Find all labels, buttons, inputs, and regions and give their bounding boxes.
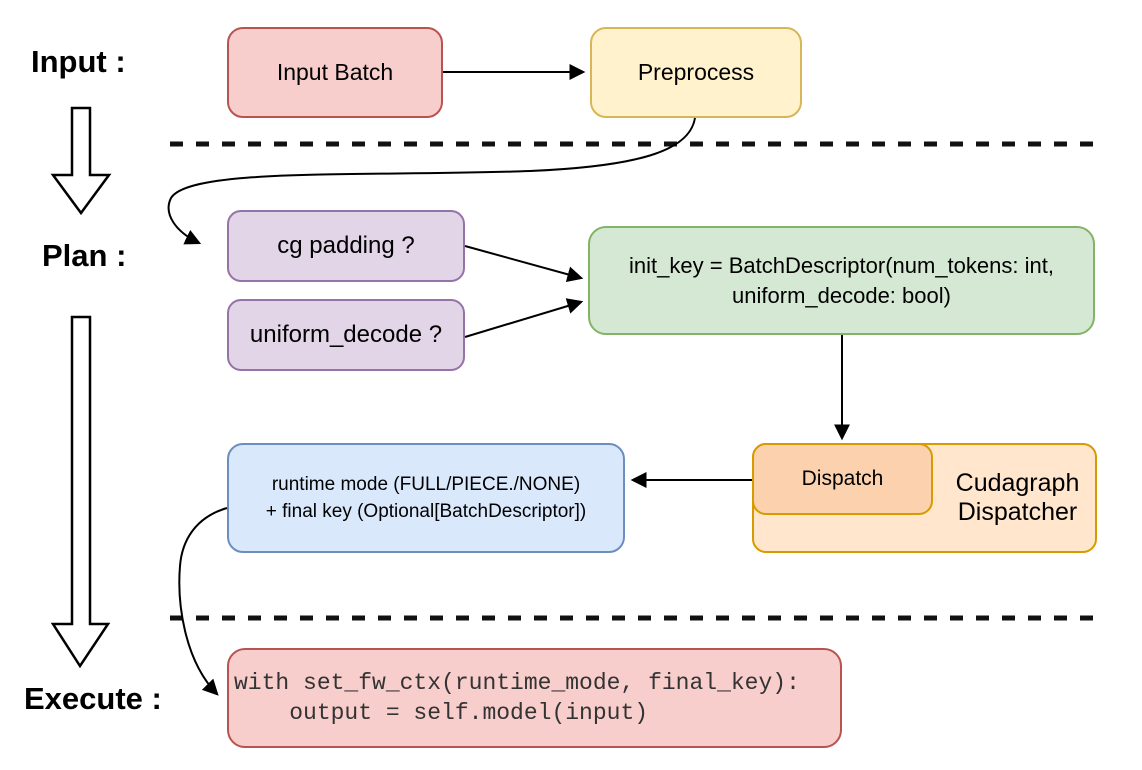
node-uniform-decode-label: uniform_decode ?	[249, 321, 443, 348]
arrow-runtime-mode-to-execute-code	[178, 507, 228, 696]
node-input-batch-label: Input Batch	[276, 59, 394, 85]
stage-label-input: Input :	[31, 44, 126, 79]
node-init-key-line1: init_key = BatchDescriptor(num_tokens: i…	[629, 252, 1054, 278]
hollow-arrow-input-to-plan	[50, 106, 112, 216]
node-cg-padding-label: cg padding ?	[277, 232, 415, 259]
node-cg-padding: cg padding ?	[227, 210, 465, 282]
cudagraph-line1: Cudagraph	[955, 469, 1080, 497]
stage-label-execute: Execute :	[24, 681, 162, 716]
node-init-key-line2: uniform_decode: bool)	[732, 282, 951, 308]
node-runtime-mode: runtime mode (FULL/PIECE./NONE) + final …	[227, 443, 625, 553]
node-execute-code: with set_fw_ctx(runtime_mode, final_key)…	[227, 648, 842, 748]
node-dispatch-label: Dispatch	[801, 467, 884, 490]
node-runtime-line2: + final key (Optional[BatchDescriptor])	[265, 501, 587, 522]
node-uniform-decode: uniform_decode ?	[227, 299, 465, 371]
stage-label-plan: Plan :	[42, 238, 127, 273]
node-cudagraph-dispatcher-label: Cudagraph Dispatcher	[938, 443, 1097, 553]
node-dispatch: Dispatch	[752, 443, 933, 515]
hollow-arrow-plan-to-execute	[50, 315, 111, 669]
code-line1: with set_fw_ctx(runtime_mode, final_key)…	[234, 670, 800, 696]
node-runtime-line1: runtime mode (FULL/PIECE./NONE)	[271, 474, 581, 495]
arrow-cg-padding-to-init-key	[464, 245, 584, 283]
node-preprocess: Preprocess	[590, 27, 802, 118]
node-init-key: init_key = BatchDescriptor(num_tokens: i…	[588, 226, 1095, 335]
cudagraph-line2: Dispatcher	[957, 498, 1078, 526]
node-input-batch: Input Batch	[227, 27, 443, 118]
code-line2: output = self.model(input)	[234, 700, 649, 726]
arrow-uniform-decode-to-init-key	[464, 298, 584, 338]
node-preprocess-label: Preprocess	[637, 59, 755, 85]
